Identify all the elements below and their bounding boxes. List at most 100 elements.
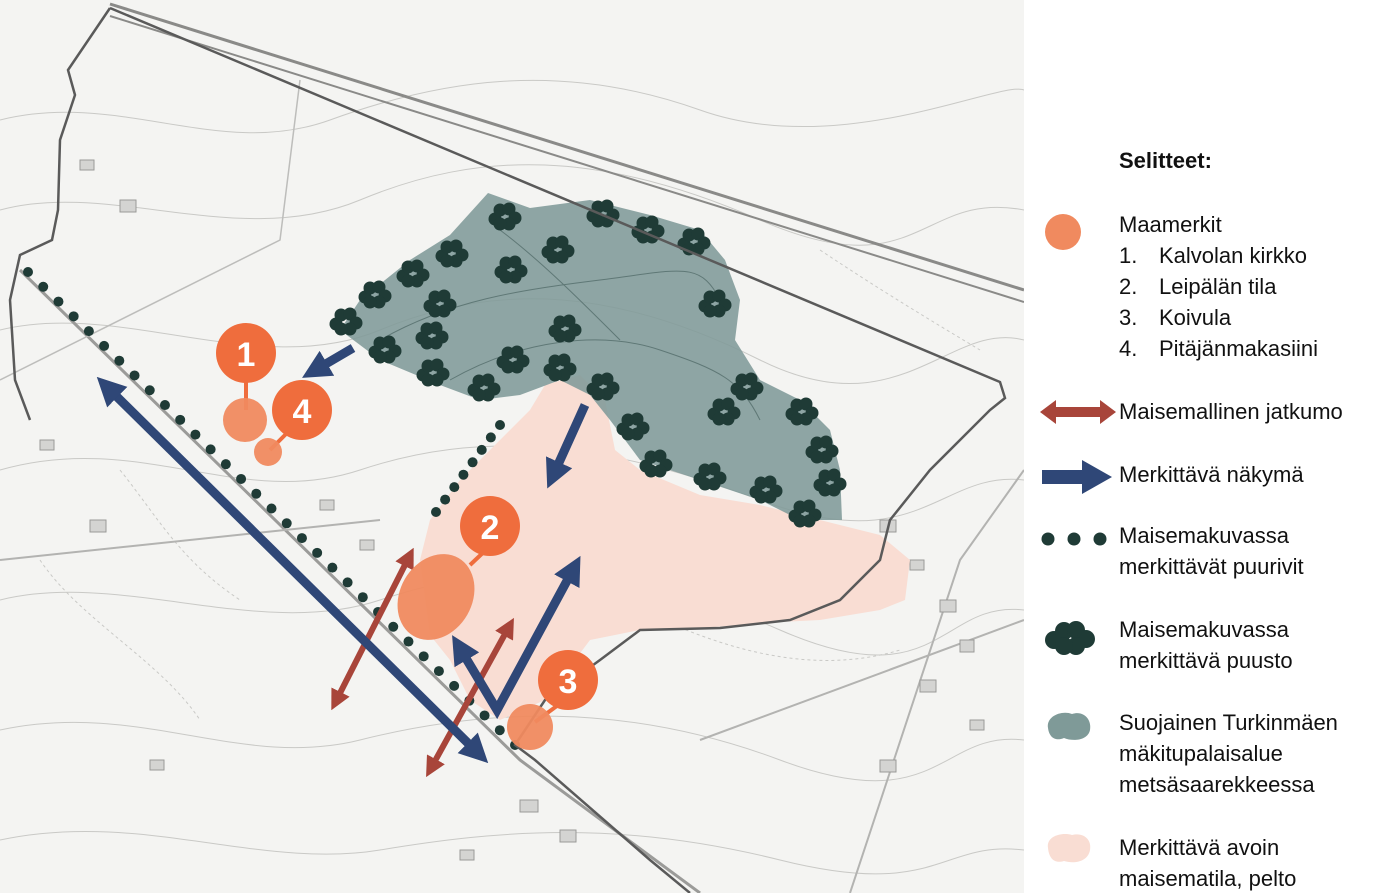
tree-row-dot [23,267,33,277]
tree-row-dot [440,494,451,505]
legend-continuum-label: Maisemallinen jatkumo [1119,399,1343,424]
legend-open-label-2: maisematila, pelto [1119,866,1297,891]
tree-row-dot [494,725,505,736]
tree-row-dot [68,311,79,322]
tree-cluster [707,397,741,426]
tree-row-dot [296,533,307,544]
view-arrow [96,376,489,764]
legend-title: Selitteet: [1119,148,1212,173]
tree-row-dot [99,340,110,351]
landmark-3-badge: 3 [538,650,598,710]
view-arrow [302,344,356,378]
svg-text:4: 4 [293,393,312,431]
tree-cluster [423,289,457,318]
legend-protected-label-2: mäkitupalaisalue [1119,741,1283,766]
continuum-arrow-icon [1040,400,1116,424]
tree-row-dot [83,326,94,337]
landmark-4-area [254,438,282,466]
tree-row-dot [418,651,429,662]
landmark-icon [1045,214,1081,250]
legend-landmark-list: 1.Kalvolan kirkko 2.Leipälän tila 3.Koiv… [1119,240,1318,364]
tree-row-dot [251,488,262,499]
tree-row-dot [129,370,140,381]
landmark-1-area [223,398,267,442]
svg-text:3: 3 [559,663,578,701]
tree-row-dot [220,459,231,470]
legend-open-label-1: Merkittävä avoin [1119,835,1280,860]
tree-cluster [813,468,847,497]
tree-row-dot [449,482,460,493]
tree-row-dot [236,473,247,484]
tree-cluster [358,280,392,309]
tree-cluster [785,397,819,426]
tree-row-dot [190,429,201,440]
legend-protected-label-1: Suojainen Turkinmäen [1119,710,1338,735]
tree-row-dot [495,420,505,430]
protected-area-icon [1047,712,1091,740]
open-field-icon [1047,834,1091,863]
tree-cluster [329,307,363,336]
tree-cluster [730,372,764,401]
tree-cluster [616,412,650,441]
tree-row-dot [312,547,323,558]
planning-area-boundary [8,6,1007,893]
tree-row-dot [467,457,478,468]
tree-row-dot [281,518,292,529]
tree-row-dot [403,636,414,647]
tree-row-dot [175,414,186,425]
tree-cluster [488,202,522,231]
legend-panel: Selitteet: Maamerkit 1.Kalvolan kirkko 2… [1024,0,1399,893]
protected-area [340,193,842,520]
tree-cluster [415,321,449,350]
tree-row-dot [449,680,460,691]
legend-landmark-item: 4.Pitäjänmakasiini [1119,336,1318,361]
tree-row-dot [431,507,441,517]
tree-cluster [494,255,528,284]
view-arrows [96,344,590,764]
forest-icon [1045,621,1095,655]
legend-forest-label-2: merkittävä puusto [1119,648,1293,673]
tree-row-dot [144,385,155,396]
tree-row-dot [114,355,125,366]
tree-cluster [586,372,620,401]
tree-row-dot [479,710,490,721]
view-arrow [545,403,590,489]
tree-cluster [396,259,430,288]
tree-cluster [543,353,577,382]
roads [0,2,1024,893]
tree-cluster [698,289,732,318]
svg-text:2: 2 [481,509,500,547]
tree-cluster [496,345,530,374]
tree-row-dot [342,577,353,588]
tree-cluster [788,499,822,528]
legend-tree-rows-label-1: Maisemakuvassa [1119,523,1289,548]
tree-row-dot [159,400,170,411]
tree-row-dot [38,281,49,292]
legend-landmarks-label: Maamerkit [1119,212,1222,237]
landmark-3-area [507,704,553,750]
tree-cluster [548,314,582,343]
svg-text:1: 1 [237,336,256,374]
tree-cluster [693,462,727,491]
legend-landmark-item: 1.Kalvolan kirkko [1119,243,1307,268]
landmark-1-badge: 1 [216,323,276,383]
legend-forest-label-1: Maisemakuvassa [1119,617,1289,642]
tree-row-dot [327,562,338,573]
tree-row-dot [476,444,487,455]
landmark-4-badge: 4 [272,380,332,440]
tree-row-dot [205,444,216,455]
legend-view-label: Merkittävä näkymä [1119,462,1304,487]
tree-cluster [639,449,673,478]
tree-row-dot [53,296,64,307]
legend-protected-label-3: metsäsaarekkeessa [1119,772,1315,797]
tree-row-dot [458,469,469,480]
tree-row-dot [433,666,444,677]
view-arrow [452,555,581,720]
tree-cluster [805,435,839,464]
tree-cluster [541,235,575,264]
tree-cluster [368,335,402,364]
tree-row-dot [388,621,399,632]
map-panel[interactable]: 1 4 2 3 [0,0,1025,893]
landmark-2-badge: 2 [460,496,520,556]
base-map[interactable]: 1 4 2 3 [0,0,1024,893]
